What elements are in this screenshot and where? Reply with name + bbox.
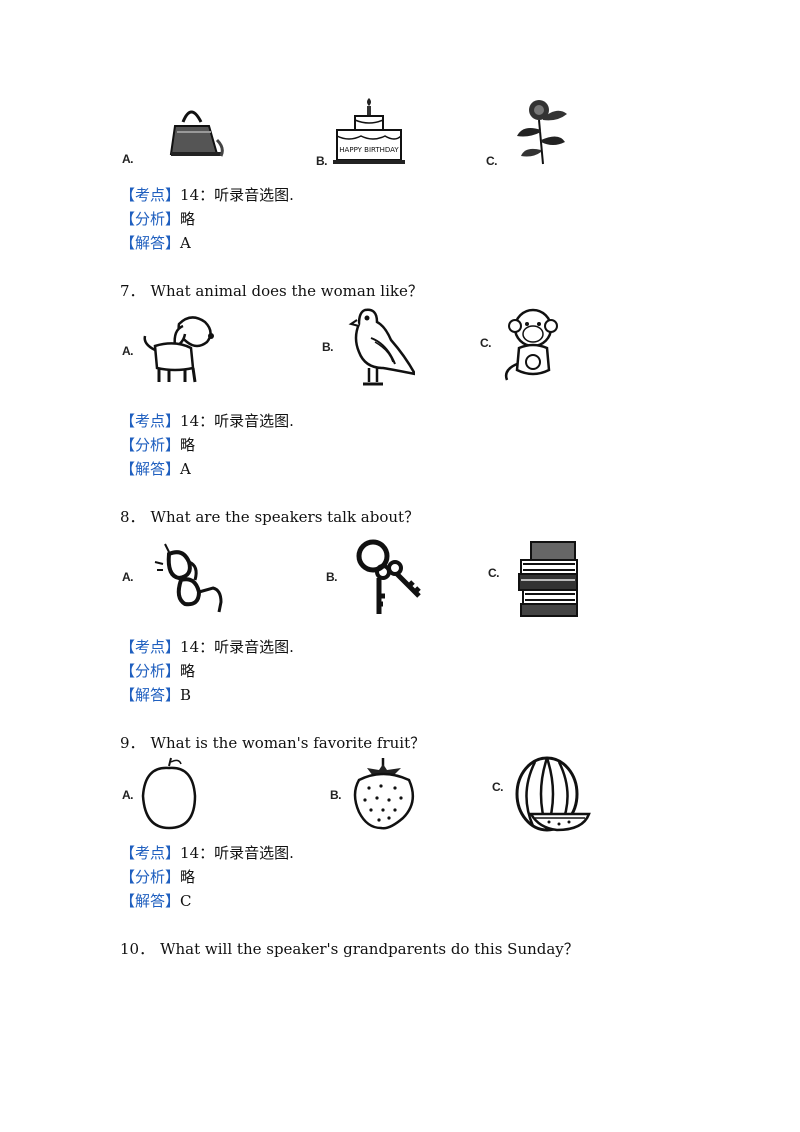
tag-value: A (180, 460, 191, 478)
question-number: 8． (120, 508, 145, 526)
analysis-kaodian: 【考点】14：听录音选图. (120, 638, 294, 656)
tag-label: 分析 (135, 662, 166, 680)
option-letter: C. (480, 336, 492, 350)
option-letter: A. (122, 788, 134, 802)
option-b[interactable]: B. (326, 536, 429, 620)
option-c[interactable]: C. (480, 304, 565, 384)
tag-label: 分析 (135, 868, 166, 886)
analysis-jieda: 【解答】B (120, 686, 192, 704)
option-letter: A. (122, 570, 134, 584)
analysis-fenxi: 【分析】略 (120, 662, 196, 680)
option-letter: A. (122, 344, 134, 358)
tag-value: 略 (180, 210, 196, 228)
tag-value: 14：听录音选图. (180, 638, 294, 656)
question-text: What are the speakers talk about？ (150, 508, 420, 526)
tag-value: 略 (180, 868, 196, 886)
question-9: 9． What is the woman's favorite fruit？ (120, 734, 425, 752)
birthday-cake-icon: HAPPY BIRTHDAY (333, 98, 405, 164)
plum-icon (141, 757, 197, 830)
option-letter: A. (122, 152, 134, 166)
question-7: 7． What animal does the woman like？ (120, 282, 423, 300)
tag-label: 解答 (135, 234, 166, 252)
option-b[interactable]: B. (322, 304, 415, 388)
keys-icon (356, 539, 421, 614)
option-c[interactable]: C. (488, 536, 581, 620)
tag-value: 略 (180, 436, 196, 454)
option-c[interactable]: C. (486, 96, 579, 168)
question-text: What will the speaker's grandparents do … (160, 940, 579, 958)
analysis-kaodian: 【考点】14：听录音选图. (120, 186, 294, 204)
question-text: What is the woman's favorite fruit？ (150, 734, 426, 752)
tag-value: B (180, 686, 192, 704)
tag-label: 解答 (135, 460, 166, 478)
tag-label: 考点 (135, 638, 166, 656)
books-icon (518, 541, 578, 617)
tag-value: 14：听录音选图. (180, 844, 294, 862)
handbag-icon (169, 110, 224, 157)
question-number: 7． (120, 282, 145, 300)
option-a[interactable]: A. (122, 536, 225, 618)
tag-label: 考点 (135, 186, 166, 204)
tag-label: 分析 (135, 210, 166, 228)
tag-value: 略 (180, 662, 196, 680)
analysis-jieda: 【解答】A (120, 234, 191, 252)
analysis-fenxi: 【分析】略 (120, 868, 196, 886)
analysis-jieda: 【解答】C (120, 892, 192, 910)
question-number: 10． (120, 940, 155, 958)
analysis-fenxi: 【分析】略 (120, 210, 196, 228)
option-letter: B. (330, 788, 342, 802)
option-letter: B. (316, 154, 328, 168)
tag-label: 解答 (135, 686, 166, 704)
option-letter: C. (488, 566, 500, 580)
svg-text:HAPPY BIRTHDAY: HAPPY BIRTHDAY (339, 146, 399, 154)
tag-label: 分析 (135, 436, 166, 454)
question-number: 9． (120, 734, 145, 752)
tag-value: A (180, 234, 191, 252)
rose-icon (517, 100, 567, 165)
question-8: 8． What are the speakers talk about？ (120, 508, 419, 526)
tag-value: 14：听录音选图. (180, 412, 294, 430)
analysis-fenxi: 【分析】略 (120, 436, 196, 454)
tag-label: 考点 (135, 412, 166, 430)
option-a[interactable]: A. (122, 100, 225, 166)
option-b[interactable]: B. (330, 754, 423, 832)
option-letter: B. (326, 570, 338, 584)
option-letter: C. (492, 780, 504, 794)
option-c[interactable]: C. (492, 752, 595, 836)
strawberry-icon (353, 758, 415, 830)
option-a[interactable]: A. (122, 756, 205, 832)
question-text: What animal does the woman like？ (150, 282, 423, 300)
option-letter: C. (486, 154, 498, 168)
tag-label: 解答 (135, 892, 166, 910)
tag-value: C (180, 892, 192, 910)
glasses-icon (154, 543, 223, 613)
analysis-kaodian: 【考点】14：听录音选图. (120, 844, 294, 862)
dog-icon (143, 316, 214, 383)
tag-label: 考点 (135, 844, 166, 862)
analysis-jieda: 【解答】A (120, 460, 191, 478)
option-letter: B. (322, 340, 334, 354)
bird-icon (348, 308, 415, 386)
tag-value: 14：听录音选图. (180, 186, 294, 204)
option-b[interactable]: B. HAPPY BIRTHDAY (316, 96, 409, 168)
analysis-kaodian: 【考点】14：听录音选图. (120, 412, 294, 430)
question-10: 10． What will the speaker's grandparents … (120, 940, 579, 958)
monkey-icon (504, 308, 558, 381)
watermelon-icon (515, 756, 591, 832)
option-a[interactable]: A. (122, 310, 215, 386)
